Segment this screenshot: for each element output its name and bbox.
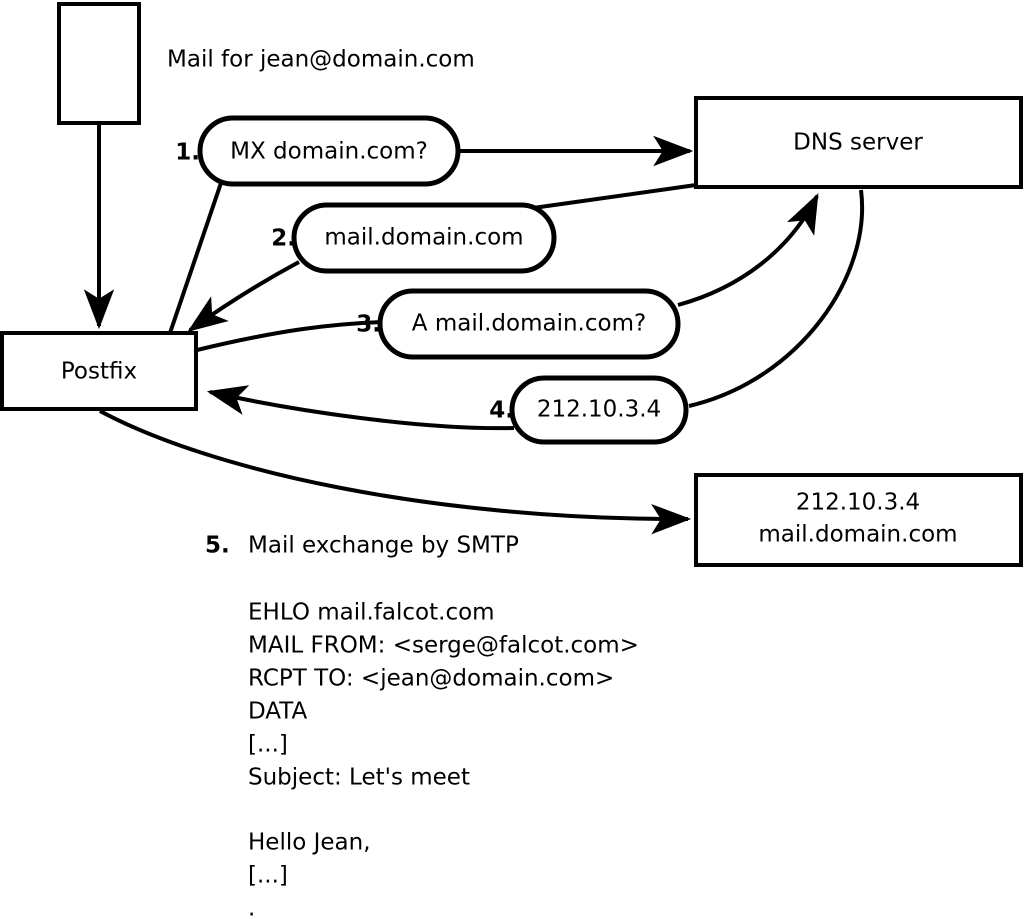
step-1-number: 1. (175, 140, 200, 166)
smtp-line: [...] (248, 732, 288, 758)
step-1-bubble (197, 115, 461, 187)
edge-postfix-to-mailserver (99, 409, 692, 535)
smtp-line: MAIL FROM: <serge@falcot.com> (248, 633, 639, 659)
node-mailserver-box (694, 473, 1023, 567)
smtp-line: DATA (248, 699, 308, 725)
step-1-label: MX domain.com? (230, 139, 428, 165)
step-3-label: A mail.domain.com? (412, 311, 646, 337)
edge-dns-to-step4 (688, 189, 865, 408)
smtp-line: [...] (248, 863, 288, 889)
smtp-line: Subject: Let's meet (248, 765, 470, 791)
step-5-number: 5. (205, 533, 230, 559)
node-mailserver-label-line1: 212.10.3.4 (796, 490, 920, 516)
step-2-number: 2. (271, 226, 296, 252)
node-postfix-label: Postfix (61, 359, 137, 385)
node-postfix-box (0, 331, 198, 411)
smtp-line: Hello Jean, (248, 830, 371, 856)
step-4-bubble (509, 375, 689, 445)
node-mailserver-label-line2: mail.domain.com (758, 522, 957, 548)
edge-dns-to-step2 (532, 183, 697, 210)
smtp-transcript: EHLO mail.falcot.com MAIL FROM: <serge@f… (248, 600, 639, 919)
diagram-title-text: Mail for jean@domain.com (167, 47, 475, 73)
step-4-label: 212.10.3.4 (537, 397, 661, 423)
step-4-number: 4. (489, 398, 514, 424)
edge-postfix-to-step3 (196, 320, 383, 352)
edge-step4-to-postfix (206, 385, 515, 431)
step-3-number: 3. (356, 312, 381, 338)
edge-step3-to-dns (677, 193, 819, 307)
smtp-line: . (248, 896, 255, 919)
step-2-bubble (291, 202, 557, 274)
smtp-line: RCPT TO: <jean@domain.com> (248, 666, 614, 692)
edge-postfix-to-step1 (168, 179, 224, 334)
node-client-box (57, 2, 141, 125)
edge-step2-to-postfix (187, 260, 300, 332)
step-3-bubble (377, 288, 681, 360)
step-2-label: mail.domain.com (324, 225, 523, 251)
smtp-line: EHLO mail.falcot.com (248, 600, 495, 626)
node-dns-box (694, 96, 1023, 189)
node-dns-label: DNS server (793, 130, 923, 156)
step-5-label: Mail exchange by SMTP (248, 533, 519, 559)
